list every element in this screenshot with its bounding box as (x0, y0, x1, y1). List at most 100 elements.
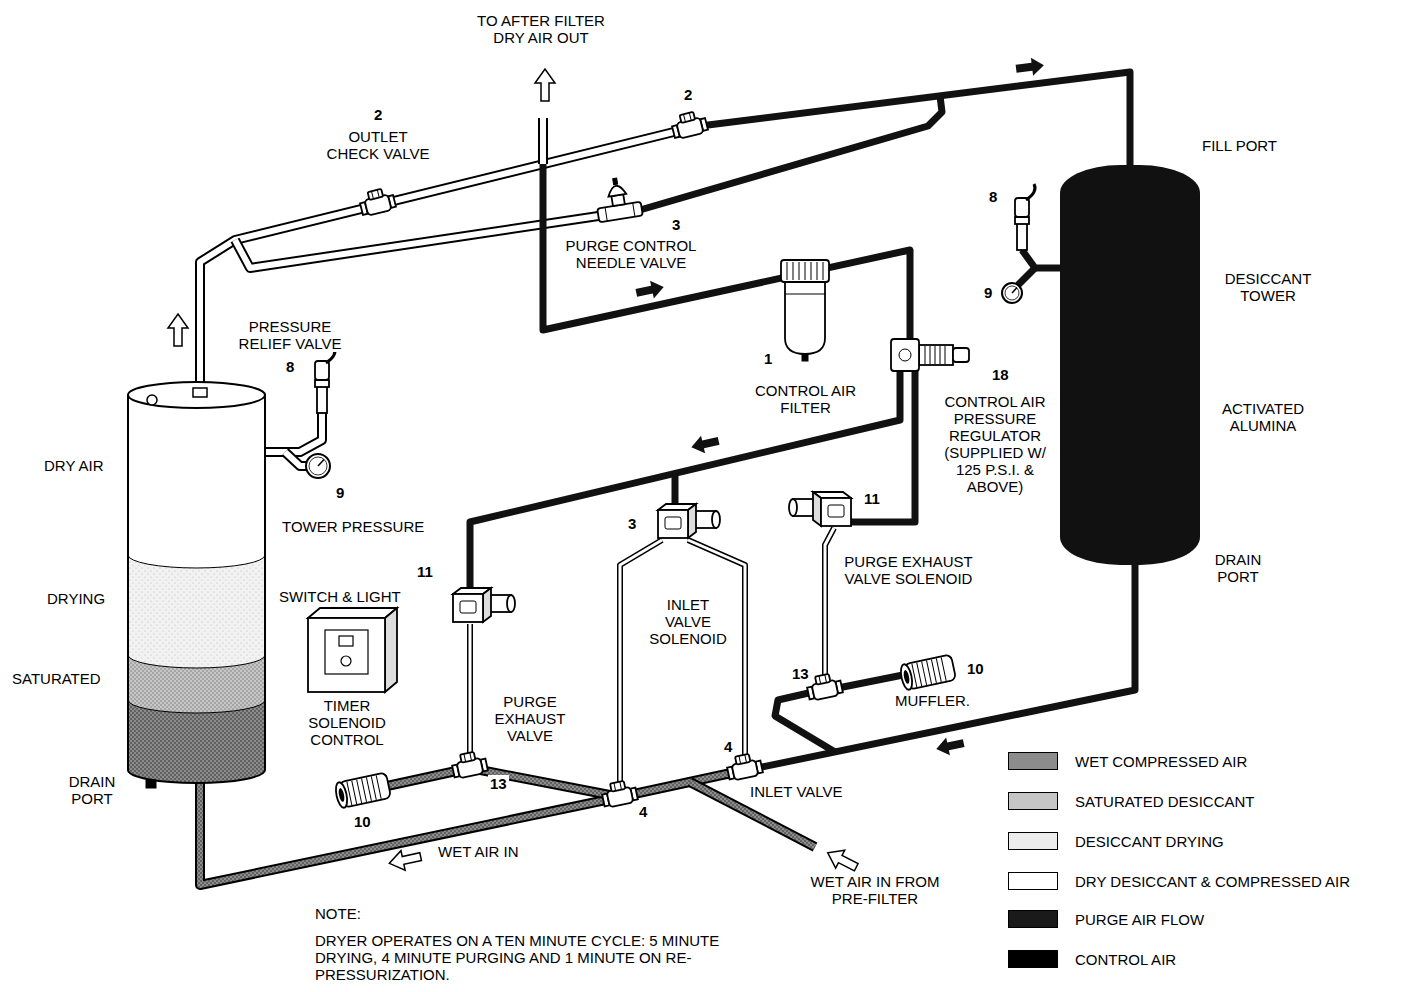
drawing-part (917, 663, 922, 686)
legend-swatch (1008, 910, 1058, 928)
callout-number: 4 (722, 738, 734, 755)
drawing-part (377, 190, 379, 198)
drawing-part (787, 262, 788, 280)
legend-swatch (1008, 950, 1058, 968)
drawing-part (688, 540, 745, 759)
drawing-part (1018, 268, 1035, 285)
part-label: INLET VALVE SOLENOID (643, 596, 733, 647)
part-label: DRY AIR (42, 457, 105, 474)
drawing-part (680, 112, 696, 123)
drawing-part (825, 528, 834, 678)
part-label: WET AIR IN (436, 843, 521, 860)
drawing-part (265, 413, 322, 452)
thin-pipe (620, 540, 662, 786)
white-pipe (285, 452, 306, 466)
drawing-part (318, 459, 324, 466)
drawing-part (620, 770, 745, 797)
black-pipe (700, 72, 1130, 168)
drawing-part (200, 775, 620, 885)
thin-pipe (470, 624, 471, 756)
drawing-part (817, 262, 818, 280)
drawing-part (825, 528, 834, 678)
drawing-part (128, 382, 265, 408)
drawing-part (285, 452, 306, 466)
tower-zone (128, 700, 265, 783)
drawing-part (815, 674, 830, 685)
part-label: INLET VALVE (748, 783, 845, 800)
drawing-part (371, 191, 373, 199)
drawing-part (341, 656, 351, 666)
drawing-part (838, 674, 908, 688)
legend-swatch (1008, 832, 1058, 850)
pressure-gauge-symbol (306, 454, 330, 478)
drawing-part (940, 346, 941, 364)
part-label: NOTE: (313, 905, 363, 922)
drawing-part (128, 655, 265, 668)
drawing-part (785, 282, 825, 354)
drawing-part (813, 492, 821, 526)
drawing-part (507, 595, 515, 612)
wet-pipe (200, 775, 620, 885)
tower-zone (128, 555, 265, 668)
drawing-part (460, 752, 475, 763)
relief-valve-symbol (1015, 184, 1035, 250)
drawing-part (460, 601, 476, 613)
drawing-part (339, 636, 353, 646)
muffler-symbol (899, 654, 956, 690)
part-label: FILL PORT (1200, 137, 1279, 154)
tower-outline (128, 395, 265, 783)
drawing-part (1017, 222, 1027, 250)
black-pipe (838, 674, 908, 688)
white-pipe (543, 118, 544, 164)
legend-swatch (1008, 752, 1058, 770)
drawing-part (352, 781, 357, 804)
drawing-part (688, 540, 745, 759)
drawing-part (941, 657, 946, 680)
part-label: DRAIN PORT (55, 773, 129, 807)
solenoid-symbol (789, 492, 851, 526)
drawing-part (936, 658, 941, 681)
part-label: PURGE EXHAUST VALVE SOLENOID (834, 553, 983, 587)
drawing-part (823, 262, 824, 280)
flow-arrow (689, 432, 720, 456)
drawing-part (757, 562, 1135, 768)
solenoid-symbol (453, 588, 515, 622)
drawing-part (891, 339, 919, 371)
drawing-part (903, 670, 911, 685)
drawing-part (620, 770, 745, 797)
callout-number: 11 (862, 490, 882, 507)
drawing-part (739, 756, 741, 764)
drawing-part (811, 262, 812, 280)
solenoid-symbol (658, 504, 720, 538)
callout-number: 18 (990, 366, 1011, 383)
drawing-part (464, 754, 466, 762)
drawing-part (689, 113, 691, 121)
drawing-part (633, 203, 635, 217)
drawing-part (1002, 283, 1022, 303)
pressure-regulator-symbol (891, 339, 969, 371)
drawing-part (640, 96, 942, 210)
callout-number: 11 (415, 563, 435, 580)
callout-number: 10 (965, 660, 986, 677)
part-label: DRYER OPERATES ON A TEN MINUTE CYCLE: 5 … (313, 932, 722, 983)
relief-valve-symbol (315, 347, 335, 413)
callout-number: 3 (670, 216, 682, 233)
drawing-part (945, 346, 946, 364)
part-label: CONTROL AIR FILTER (746, 382, 865, 416)
drawing-part (317, 385, 327, 413)
drawing-part (700, 72, 1130, 168)
drawing-part (712, 511, 720, 528)
drawing-part (899, 663, 914, 691)
drawing-part (543, 164, 910, 339)
callout-number: 2 (372, 106, 384, 123)
drawing-part (620, 540, 662, 786)
callout-number: 1 (762, 350, 774, 367)
drawing-part (953, 348, 969, 362)
drawing-part (781, 260, 829, 282)
part-label: CONTROL AIR PRESSURE REGULATOR (SUPPLIED… (934, 393, 1056, 495)
black-pipe (1022, 250, 1060, 268)
drawing-part (200, 775, 620, 885)
callout-number: 9 (334, 484, 346, 501)
drawing-part (308, 618, 385, 692)
